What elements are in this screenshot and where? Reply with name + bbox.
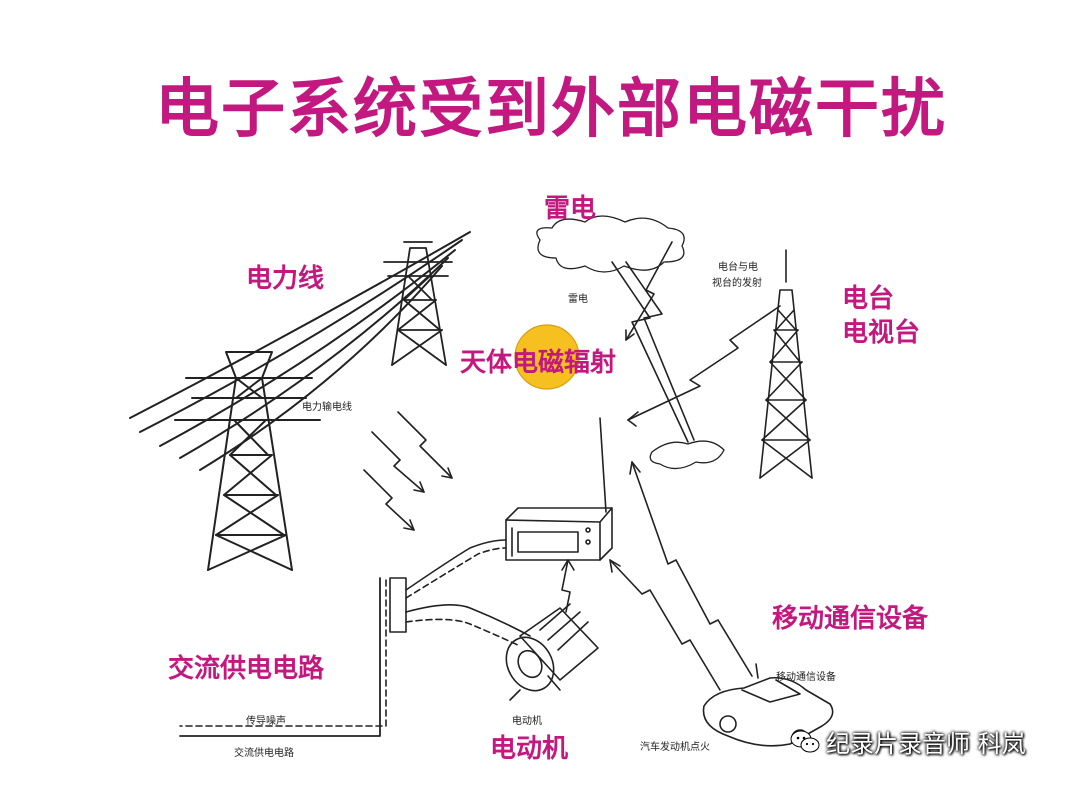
- cloud-icon: [536, 215, 685, 273]
- transmission-tower-small: [383, 241, 453, 366]
- electronic-device: [505, 417, 613, 561]
- label-cosmic-post: 辐射: [564, 348, 617, 378]
- caption-mobile-device: 移动通信设备: [776, 672, 836, 683]
- lightning-bolt-icon: [611, 261, 695, 443]
- caption-station-1: 电台与电: [718, 262, 758, 273]
- label-power-lines: 电力线: [246, 264, 325, 294]
- cable-bundle: [179, 539, 531, 737]
- page-title: 电子系统受到外部电磁干扰: [155, 73, 947, 147]
- transmission-tower-large: [174, 351, 321, 571]
- label-cosmic-radiation: 天体电磁辐射: [460, 342, 616, 379]
- watermark: 纪录片录音师 科岚: [790, 724, 1026, 759]
- label-cosmic-mid: 电磁: [512, 348, 565, 378]
- caption-lightning: 雷电: [568, 294, 588, 305]
- caption-conducted-noise: 传导噪声: [246, 716, 286, 727]
- label-ac-supply: 交流供电电路: [168, 654, 325, 684]
- caption-car-ignition: 汽车发动机点火: [640, 742, 710, 753]
- caption-power-line: 电力输电线: [302, 402, 352, 413]
- caption-ac-line: 交流供电电路: [234, 748, 294, 759]
- label-tv-station: 电视台: [842, 318, 921, 348]
- interference-arrows: [363, 241, 781, 691]
- label-motor: 电动机: [490, 734, 569, 764]
- label-cosmic-pre: 天体: [460, 348, 513, 378]
- caption-motor: 电动机: [512, 716, 542, 727]
- label-mobile-devices: 移动通信设备: [772, 604, 929, 634]
- label-radio-station: 电台: [842, 284, 895, 314]
- ground-strike-icon: [649, 440, 725, 470]
- sun-icon: [514, 324, 580, 390]
- electric-motor-icon: [505, 603, 599, 701]
- watermark-text: 纪录片录音师 科岚: [826, 730, 1026, 758]
- broadcast-tower: [759, 249, 813, 479]
- caption-station-2: 视台的发射: [712, 278, 762, 289]
- wechat-icon: [790, 730, 820, 752]
- label-lightning: 雷电: [544, 194, 597, 224]
